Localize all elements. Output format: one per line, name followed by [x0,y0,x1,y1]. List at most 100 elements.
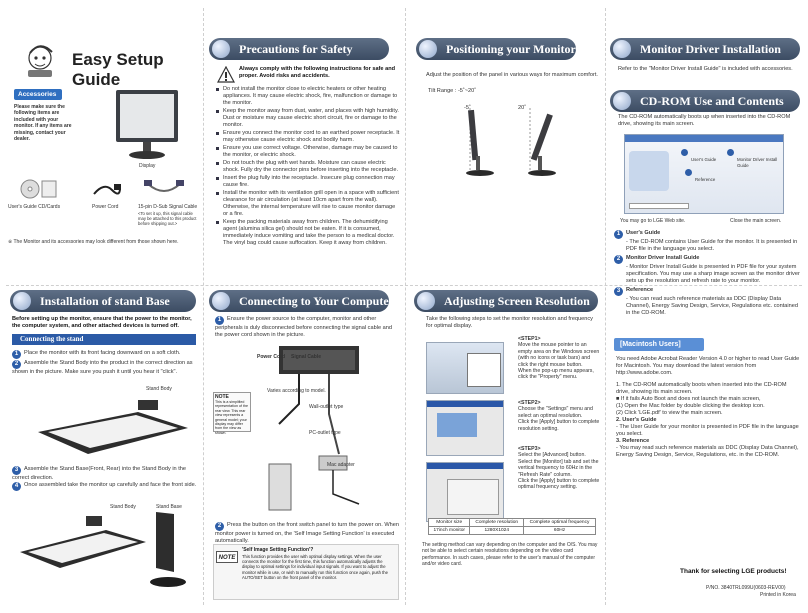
step-item: Choose the "Settings" menu and select an… [518,406,593,419]
display-image [116,90,178,159]
tilt-diagram [466,108,556,176]
screen-dot-3-icon [685,169,692,176]
mac-line: 2. User's Guide [616,417,657,423]
item-signal-cable-label: 15-pin D-Sub Signal Cable [138,204,198,210]
item-cd-label: User's Guide CD/Cards [8,204,61,210]
resolution-intro: Take the following steps to set the moni… [426,316,593,329]
step-number: 2 [12,360,21,369]
label-wall-outlet: Wall-outlet type [309,404,344,410]
self-image-text: This function provides the user with opt… [242,554,388,580]
cdrom-title: CD-ROM Use and Contents [640,94,784,108]
fold-line-1 [203,8,204,605]
label-stand-body-2: Stand Body [110,504,136,510]
label-power-cord: Power Cord [257,354,286,360]
safety-bullet: Install the monitor with its ventilation… [215,190,401,218]
safety-bullet: Keep the packing materials away from chi… [215,219,401,247]
thanks-text: Thank for selecting LGE products! [680,568,787,575]
part-number: P/NO. 3840TRL099U(0603-REV00) [706,585,786,591]
angle-right-label: 20˚ [518,105,527,111]
table-cell: 60Hz [523,526,596,535]
step-item: Move the mouse pointer to an empty area … [518,342,600,368]
screen-url-field[interactable] [629,203,689,209]
safety-bullet: Ensure you use correct voltage. Otherwis… [215,145,401,159]
screenshot-advanced [426,462,504,522]
stand-title: Installation of stand Base [40,294,170,308]
screenshot-desktop [426,342,504,394]
page-title: Easy Setup Guide [72,50,164,89]
resolution-table: Monitor size Complete resolution Complet… [427,518,596,535]
easy-setup-panel: Easy Setup Guide Accessories Please make… [6,6,201,284]
step-item: Click the [Apply] button to complete opt… [518,478,600,491]
table-header-row: Monitor size Complete resolution Complet… [427,518,596,527]
note-box: NOTE This is a simplified representation… [213,392,251,435]
resolution-step-1: <STEP1> Move the mouse pointer to an emp… [518,336,600,381]
dialog-titlebar [427,401,503,407]
mac-line: ■ If it fails Auto Boot and does not lau… [616,396,761,402]
cdrom-banner: CD-ROM Use and Contents [610,90,800,112]
computer-banner: Connecting to Your Computer [209,290,389,312]
table-header-cell: Complete optimal frequency [523,518,596,527]
warning-icon [217,66,235,83]
driver-title: Monitor Driver Installation [640,42,781,56]
positioning-title: Positioning your Monitor [446,42,576,56]
safety-bullet: Insert the plug fully into the receptacl… [215,175,401,189]
section-number: 2 [614,255,623,264]
connection-diagram [268,346,360,511]
safety-bullet: Do not install the monitor close to elec… [215,86,401,107]
banner-dot-icon [613,40,631,58]
stand-base-diagram [20,512,186,587]
mac-intro: You need Adobe Acrobat Reader Version 4.… [616,356,800,376]
banner-dot-icon [212,292,230,310]
cdrom-screen-titlebar [625,135,783,142]
accessories-text: Please make sure the following items are… [14,104,72,143]
section-body: - Monitor Driver Install Guide is presen… [626,264,800,284]
positioning-intro: Adjust the position of the panel in vari… [426,72,598,78]
resolution-step-2: <STEP2> Choose the "Settings" menu and s… [518,400,600,432]
label-stand-body: Stand Body [146,386,172,392]
banner-dot-icon [419,40,437,58]
screen-item-driver-guide[interactable]: Monitor Driver Install Guide [737,157,778,169]
self-image-note: NOTE 'Self Image Setting Function'? This… [213,544,399,600]
mac-line: (1) Open the Mac folder by double clicki… [616,403,765,409]
display-label: Display [139,163,156,169]
step-number: 1 [12,350,21,359]
safety-bullet: Do not touch the plug with wet hands. Mo… [215,160,401,174]
mac-heading: [Macintosh Users] [614,338,704,351]
stand-panel: Installation of stand Base Before settin… [6,290,201,606]
step-heading: <STEP1> [518,336,541,342]
fold-line-horizontal [6,285,802,286]
safety-panel: Precautions for Safety Always comply wit… [209,6,403,284]
stand-intro: Before setting up the monitor, ensure th… [12,316,192,329]
driver-banner: Monitor Driver Installation [610,38,800,60]
section-heading: User's Guide [626,230,661,236]
accessories-tab: Accessories [14,89,62,100]
section-heading: Reference [626,287,654,293]
dialog-titlebar [427,463,503,469]
mac-line: (2) Click 'LGE.pdf' to view the main scr… [616,410,723,416]
resolution-step-3: <STEP3> Select the [Advanced] button. Se… [518,446,600,491]
screen-item-users-guide[interactable]: User's Guide [691,157,717,162]
mac-line: - The User Guide for your monitor is pre… [616,424,799,437]
step-number: 2 [215,522,224,531]
cd-icon [20,179,57,199]
section-number: 1 [614,230,623,239]
screen-item-reference[interactable]: Reference [695,177,716,182]
step-item: Click the [Apply] button to complete res… [518,419,600,432]
safety-banner: Precautions for Safety [209,38,389,60]
printed-in: Printed in Korea [760,592,796,598]
label-varies: Varies according to model. [267,388,326,394]
positioning-banner: Positioning your Monitor [416,38,576,60]
step-heading: <STEP2> [518,400,541,406]
screen-dot-2-icon [727,149,734,156]
step-number: 3 [12,466,21,475]
section-body: - You can read such reference materials … [626,296,798,316]
safety-bullet-list: Do not install the monitor close to elec… [215,86,401,248]
mac-line: 1. The CD-ROM automatically boots when i… [616,382,787,395]
